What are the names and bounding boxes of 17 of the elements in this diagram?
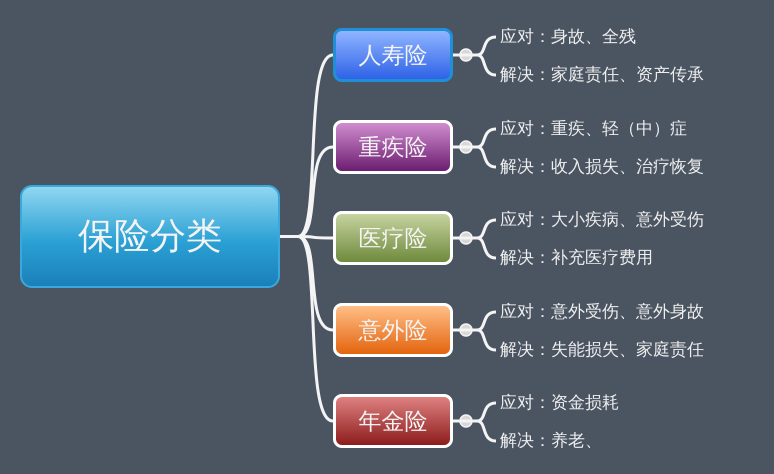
note-text: 解决：家庭责任、资产传承 <box>500 64 704 86</box>
category-box: 意外险 <box>333 303 453 357</box>
note-text: 解决：补充医疗费用 <box>500 247 653 269</box>
connector-line <box>280 235 334 422</box>
note-text: 解决：养老、 <box>500 430 602 452</box>
note-text: 解决：失能损失、家庭责任 <box>500 339 704 361</box>
note-text: 解决：收入损失、治疗恢复 <box>500 156 704 178</box>
category-box: 人寿险 <box>333 28 453 82</box>
root-box: 保险分类 <box>20 185 280 288</box>
note-text: 应对：资金损耗 <box>500 392 619 414</box>
note-text: 应对：重疾、轻（中）症 <box>500 118 687 140</box>
category-box: 年金险 <box>333 394 453 448</box>
note-text: 应对：身故、全残 <box>500 26 636 48</box>
category-box: 医疗险 <box>333 211 453 265</box>
note-text: 应对：大小疾病、意外受伤 <box>500 209 704 231</box>
note-text: 应对：意外受伤、意外身故 <box>500 301 704 323</box>
category-box: 重疾险 <box>333 120 453 174</box>
